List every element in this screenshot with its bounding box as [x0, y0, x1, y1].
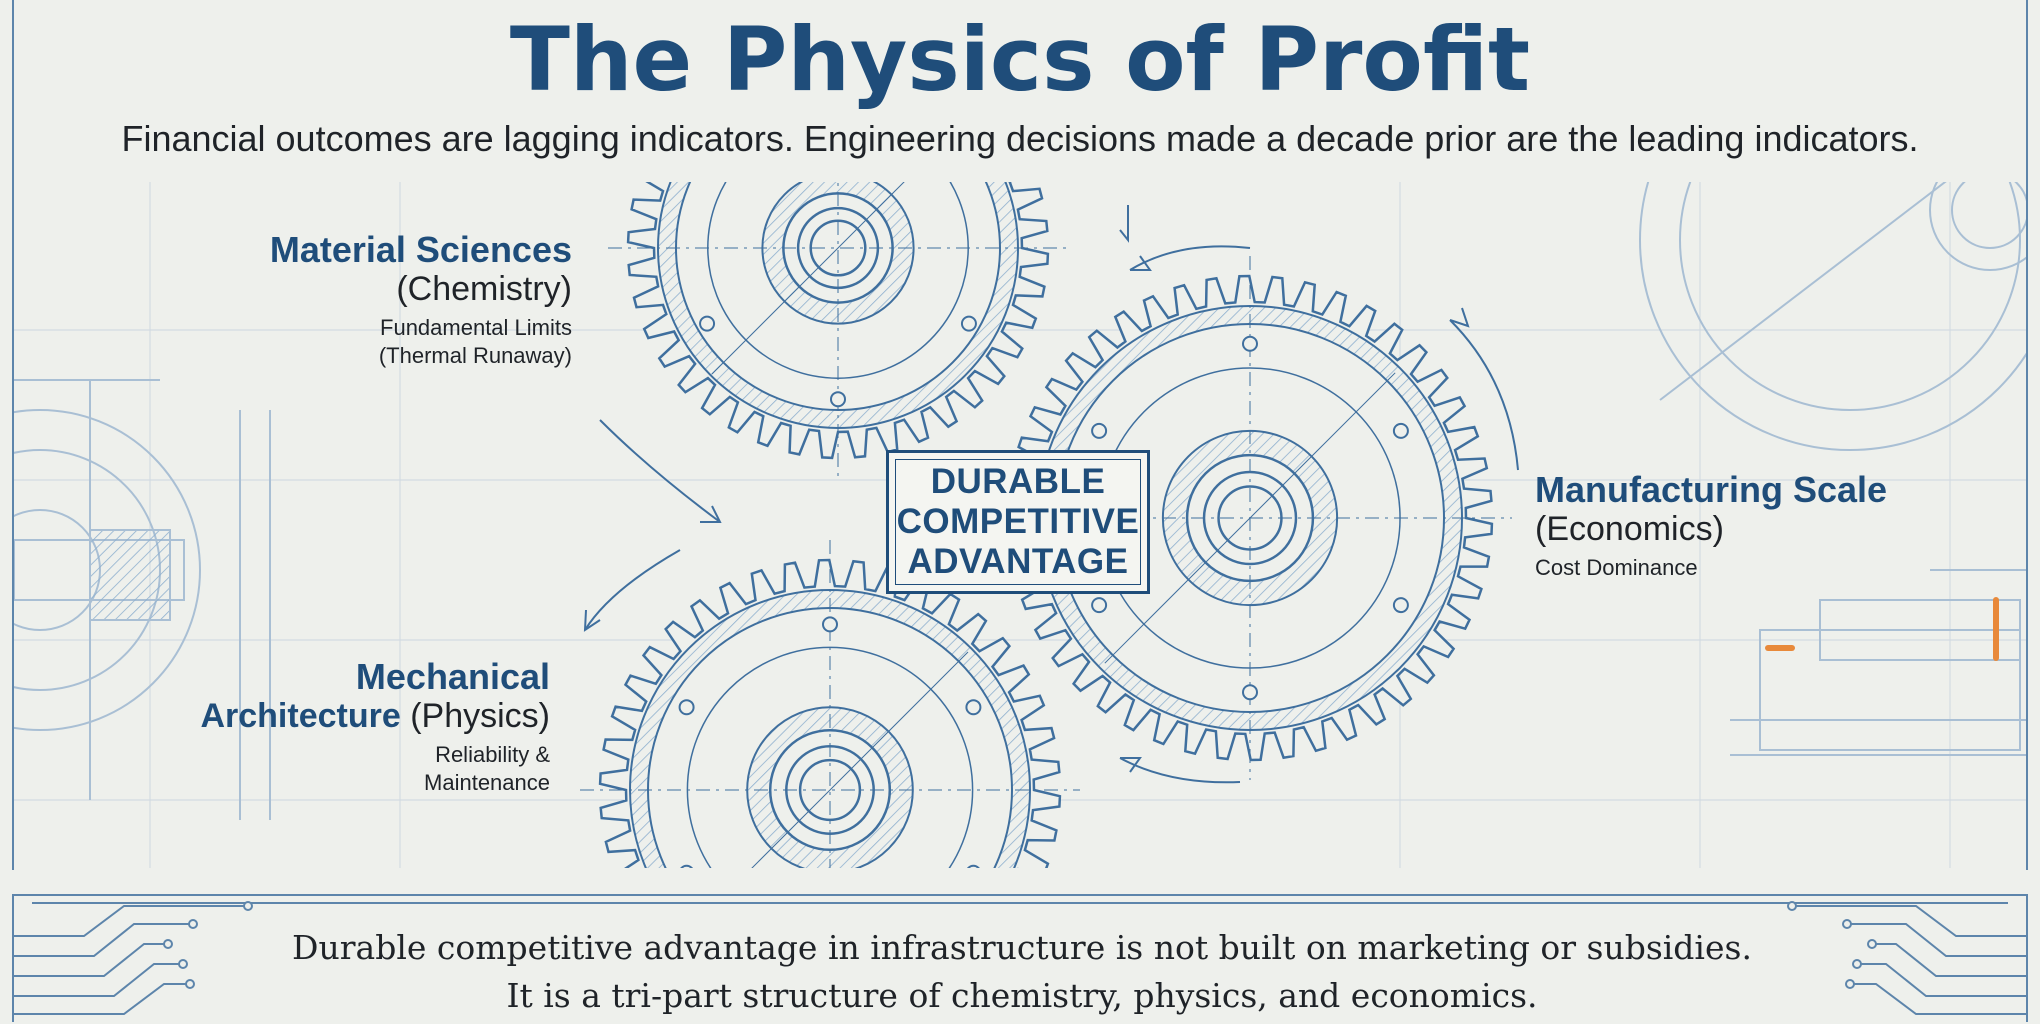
gear-icon — [988, 256, 1512, 780]
gear-note: (Thermal Runaway) — [378, 343, 572, 368]
gear-name: Mechanical — [355, 656, 550, 697]
gear-domain: (Chemistry) — [396, 270, 572, 308]
core-label-line: COMPETITIVE — [896, 502, 1140, 541]
rotation-arrows — [583, 205, 1519, 784]
gear-note: Reliability & — [435, 742, 550, 767]
core-label-line: ADVANTAGE — [907, 542, 1129, 581]
circuit-trace-icon — [14, 901, 253, 1015]
durable-competitive-advantage-box: DURABLE COMPETITIVE ADVANTAGE — [886, 450, 1150, 594]
right-blueprint-sketch — [1639, 182, 2026, 756]
gear-label-mechanical-architecture: Mechanical Architecture (Physics) Reliab… — [160, 657, 550, 797]
gear-name-domain-line: Architecture (Physics) — [160, 697, 550, 735]
accent-markers — [1765, 597, 1999, 661]
circuit-trace-icon — [1787, 901, 2026, 1015]
gear-name: Material Sciences — [269, 229, 572, 270]
gear-note: Maintenance — [424, 770, 550, 795]
footer-panel: Durable competitive advantage in infrast… — [12, 894, 2028, 1022]
core-box-inner: DURABLE COMPETITIVE ADVANTAGE — [895, 459, 1141, 585]
core-label-line: DURABLE — [930, 462, 1106, 501]
gear-note: Fundamental Limits — [380, 315, 572, 340]
gear-name: Architecture — [200, 697, 401, 735]
footer-summary: Durable competitive advantage in infrast… — [14, 924, 2030, 1020]
page-subtitle: Financial outcomes are lagging indicator… — [121, 118, 1919, 159]
gear-domain: (Physics) — [410, 697, 550, 735]
gear-name: Manufacturing Scale — [1535, 469, 1888, 510]
footer-rule — [32, 902, 2008, 908]
blueprint-frame — [12, 0, 2028, 870]
footer-line: Durable competitive advantage in infrast… — [292, 928, 1752, 967]
gear-diagram — [14, 182, 2026, 868]
gear-icon — [580, 540, 1080, 868]
page-title: The Physics of Profit — [509, 8, 1531, 111]
gear-label-manufacturing-scale: Manufacturing Scale (Economics) Cost Dom… — [1535, 470, 1895, 582]
gear-domain: (Economics) — [1535, 510, 1724, 548]
footer-line: It is a tri-part structure of chemistry,… — [506, 976, 1538, 1015]
gear-icon — [608, 182, 1068, 478]
gear-label-material-sciences: Material Sciences (Chemistry) Fundamenta… — [260, 230, 572, 370]
gear-note: Cost Dominance — [1535, 555, 1698, 580]
left-blueprint-sketch — [14, 379, 271, 820]
